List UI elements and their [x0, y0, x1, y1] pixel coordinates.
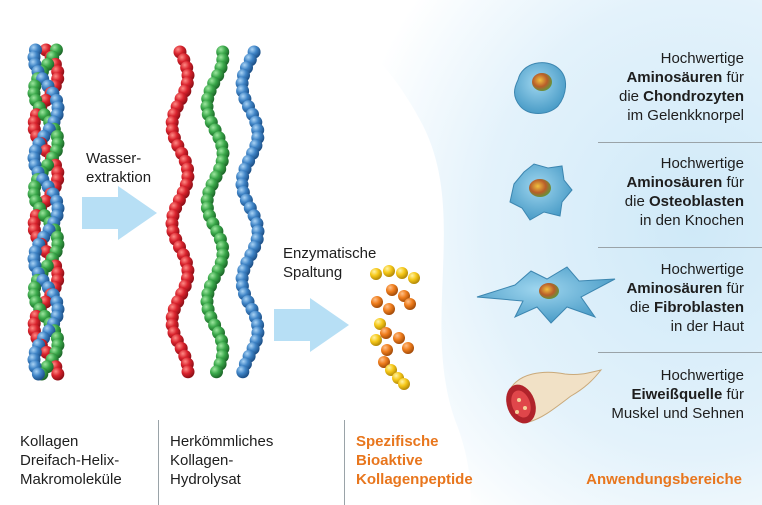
osteoblast-cell-icon [509, 163, 573, 221]
peptide-bead [374, 318, 386, 330]
hydrolysate-bead [236, 365, 250, 379]
application-line-2: Aminosäuren für [626, 174, 744, 191]
peptide-bead [398, 378, 410, 390]
application-line-1: Hochwertige [660, 367, 744, 384]
column-label-applications: Anwendungsbereiche [586, 471, 742, 488]
peptide-bead [370, 334, 382, 346]
helix-bead [31, 367, 45, 381]
column-label-line: Kollagen [20, 433, 79, 450]
column-label-line: Bioaktive [356, 452, 423, 469]
hydrolysate-bead [181, 365, 195, 379]
peptide-bead [383, 303, 395, 315]
muscle-tendon-icon [506, 369, 603, 424]
fibroblast-cell-icon [476, 266, 616, 324]
chondrocyte-cell-icon [514, 62, 566, 114]
application-fibroblasts: Hochwertige Aminosäuren für die Fibrobla… [544, 260, 744, 336]
column-divider [344, 420, 345, 505]
peptide-bead [371, 296, 383, 308]
hydrolysate-chains [165, 45, 265, 379]
peptide-bead [383, 265, 395, 277]
application-line-4: in der Haut [670, 318, 744, 335]
application-line-1: Hochwertige [660, 50, 744, 67]
arrow-enzymatic-cleavage [274, 298, 349, 352]
divider [598, 352, 762, 353]
application-line-3: Muskel und Sehnen [611, 405, 744, 422]
application-line-1: Hochwertige [660, 155, 744, 172]
divider [598, 247, 762, 248]
peptide-bead [408, 272, 420, 284]
peptide-bead [380, 327, 392, 339]
application-muscle: Hochwertige Eiweißquelle für Muskel und … [544, 366, 744, 423]
peptide-bead [396, 267, 408, 279]
background-swoosh [300, 0, 762, 505]
helix-bead [51, 367, 65, 381]
column-label-line: Spezifische [356, 433, 439, 450]
application-line-4: in den Knochen [639, 212, 744, 229]
column-label-triple-helix: Kollagen Dreifach-Helix- Makromoleküle [20, 432, 122, 489]
water-extraction-line-2: extraktion [86, 169, 152, 186]
peptide-bead [393, 332, 405, 344]
application-line-3: die Fibroblasten [629, 299, 744, 316]
peptide-bead [404, 298, 416, 310]
peptide-bead [386, 284, 398, 296]
application-line-1: Hochwertige [660, 261, 744, 278]
application-line-2: Aminosäuren für [626, 69, 744, 86]
column-label-line: Herkömmliches [170, 433, 274, 450]
peptide-bead [385, 364, 397, 376]
application-line-2: Eiweißquelle für [631, 386, 744, 403]
enzymatic-cleavage-label: Enzymatische Spaltung [283, 244, 376, 282]
water-extraction-label: Wasser- extraktion [86, 149, 151, 187]
water-extraction-line-1: Wasser- [86, 150, 142, 167]
bioactive-peptides [370, 265, 420, 390]
column-divider [158, 420, 159, 505]
column-label-line: Kollagenpeptide [356, 471, 473, 488]
application-line-4: im Gelenkknorpel [627, 107, 744, 124]
column-label-line: Dreifach-Helix- [20, 452, 120, 469]
arrow-water-extraction [82, 186, 157, 240]
application-line-3: die Osteoblasten [624, 193, 744, 210]
application-line-3: die Chondrozyten [618, 88, 744, 105]
application-chondrocytes: Hochwertige Aminosäuren für die Chondroz… [544, 49, 744, 125]
enzymatic-cleavage-line-2: Spaltung [283, 264, 343, 281]
column-label-line: Kollagen- [170, 452, 234, 469]
peptide-bead [378, 356, 390, 368]
column-label-hydrolysate: Herkömmliches Kollagen- Hydrolysat [170, 432, 273, 489]
divider [598, 142, 762, 143]
application-osteoblasts: Hochwertige Aminosäuren für die Osteobla… [544, 154, 744, 230]
column-label-line: Hydrolysat [170, 471, 241, 488]
enzymatic-cleavage-line-1: Enzymatische [283, 245, 377, 262]
peptide-bead [370, 268, 382, 280]
peptide-bead [402, 342, 414, 354]
column-label-bioactive-peptides: Spezifische Bioaktive Kollagenpeptide [356, 432, 473, 489]
peptide-bead [381, 344, 393, 356]
application-line-2: Aminosäuren für [626, 280, 744, 297]
hydrolysate-bead [210, 365, 223, 379]
triple-helix-molecules [27, 43, 65, 381]
column-label-line: Makromoleküle [20, 471, 122, 488]
